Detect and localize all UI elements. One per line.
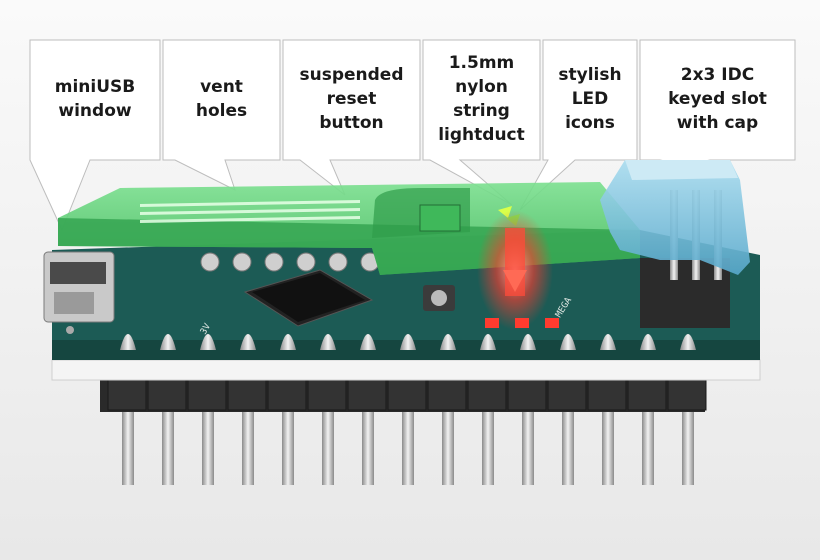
capacitor — [200, 252, 220, 272]
board-pin — [200, 334, 216, 350]
header-segment — [627, 379, 667, 411]
header-segment — [227, 379, 267, 411]
idc-cap — [600, 160, 750, 275]
pcb-board — [52, 230, 760, 360]
board-pin — [160, 334, 176, 350]
header-pin — [522, 405, 534, 485]
header-pin — [682, 405, 694, 485]
callout-box — [162, 39, 281, 191]
header-pin — [202, 405, 214, 485]
callout-label: 2x3 IDC — [681, 65, 754, 85]
callout-idc-keyed-slot: 2x3 IDC keyed slot with cap — [639, 39, 796, 166]
callout-nylon-lightduct: 1.5mm nylon string lightduct — [422, 39, 541, 206]
callout-label: reset — [327, 89, 377, 109]
header-segment — [187, 379, 227, 411]
callout-label: icons — [565, 113, 615, 133]
header-segments — [107, 379, 707, 411]
callout-label: vent — [200, 77, 243, 97]
header-segment — [667, 379, 707, 411]
callout-label: 1.5mm — [449, 53, 515, 73]
reset-button-icon — [423, 285, 455, 311]
callout-group: miniUSB window vent holes suspended reset butt… — [29, 39, 796, 232]
board-pin — [560, 334, 576, 350]
usb-connector-icon — [43, 251, 115, 334]
callout-label: holes — [196, 101, 247, 121]
board-pins — [120, 334, 696, 350]
callout-label: LED — [572, 89, 609, 109]
led-lightduct — [477, 210, 559, 330]
header-pin — [122, 405, 134, 485]
callout-label: window — [58, 101, 131, 121]
callout-box — [282, 39, 421, 196]
header-pin — [402, 405, 414, 485]
board-pin — [120, 334, 136, 350]
board-pin — [400, 334, 416, 350]
capacitor — [296, 252, 316, 272]
header-pin — [242, 405, 254, 485]
idc-header-icon — [600, 160, 750, 328]
callout-box — [29, 39, 161, 232]
header-pin — [602, 405, 614, 485]
board-pin — [320, 334, 336, 350]
header-segment — [267, 379, 307, 411]
pcb-silkscreen: 3V — [199, 322, 213, 337]
board-pin — [480, 334, 496, 350]
board-pin — [640, 334, 656, 350]
callout-vent-holes: vent holes — [162, 39, 281, 191]
board-pin — [680, 334, 696, 350]
callout-label: lightduct — [438, 125, 525, 145]
capacitor-row — [200, 252, 380, 272]
header-pin — [322, 405, 334, 485]
capacitor — [328, 252, 348, 272]
callout-label: keyed slot — [668, 89, 767, 109]
vent-slot — [140, 208, 360, 215]
header-segment — [507, 379, 547, 411]
header-segment — [387, 379, 427, 411]
callout-label: string — [453, 101, 510, 121]
header-pin — [162, 405, 174, 485]
board-pin — [240, 334, 256, 350]
capacitor — [232, 252, 252, 272]
callout-label: nylon — [455, 77, 508, 97]
callout-suspended-reset-button: suspended reset button — [282, 39, 421, 196]
base-plate — [51, 359, 761, 381]
callout-box — [422, 39, 541, 206]
header-pin — [362, 405, 374, 485]
vent-slot — [140, 200, 360, 207]
header-segment — [547, 379, 587, 411]
board-pin — [280, 334, 296, 350]
header-pin — [482, 405, 494, 485]
header-segment — [467, 379, 507, 411]
callout-label: stylish — [558, 65, 621, 85]
capacitor — [264, 252, 284, 272]
microcontroller-chip-icon — [243, 269, 374, 327]
callout-miniusb-window: miniUSB window — [29, 39, 161, 232]
callout-label: miniUSB — [55, 77, 135, 97]
vent-slot — [140, 216, 360, 223]
header-segment — [427, 379, 467, 411]
board-pin — [440, 334, 456, 350]
header-pin — [442, 405, 454, 485]
board-pin — [360, 334, 376, 350]
header-pins — [122, 405, 694, 485]
header-segment — [307, 379, 347, 411]
callout-label: suspended — [299, 65, 403, 85]
header-pin — [642, 405, 654, 485]
header-segment — [107, 379, 147, 411]
board-pin — [600, 334, 616, 350]
callout-label: with cap — [677, 113, 758, 133]
vent-holes — [140, 200, 360, 223]
header-pin — [282, 405, 294, 485]
header-segment — [147, 379, 187, 411]
callout-label: button — [319, 113, 383, 133]
board-pin — [520, 334, 536, 350]
header-pin — [562, 405, 574, 485]
header-segment — [587, 379, 627, 411]
header-segment — [347, 379, 387, 411]
